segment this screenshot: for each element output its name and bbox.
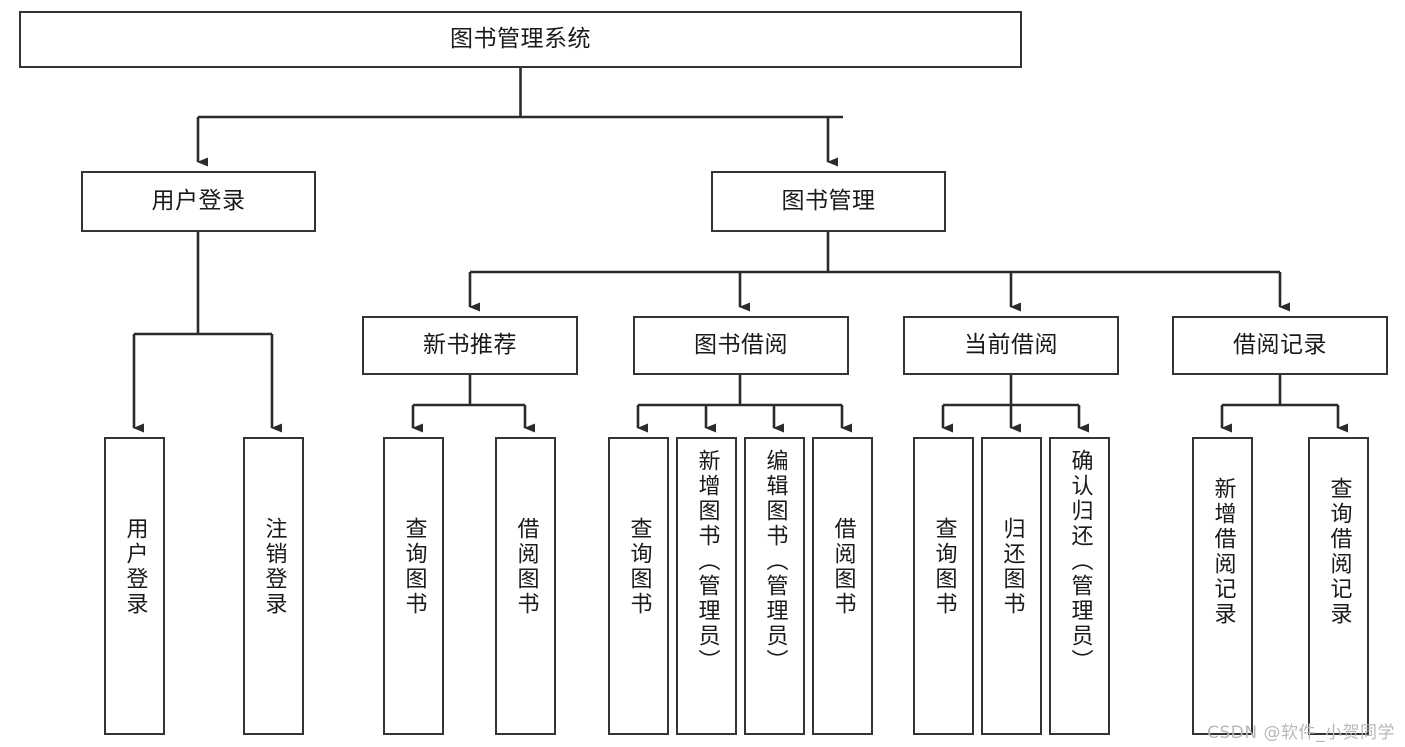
node-label: 新增图书（管理员） xyxy=(694,449,720,674)
node-label: 查询图书 xyxy=(401,517,427,617)
node-leaf-user-login[interactable]: 用户登录 xyxy=(104,437,165,735)
node-label: 用户登录 xyxy=(151,187,246,214)
node-current-borrowing[interactable]: 当前借阅 xyxy=(903,316,1119,375)
node-leaf-query-borrow-record[interactable]: 查询借阅记录 xyxy=(1308,437,1369,735)
node-leaf-return-books[interactable]: 归还图书 xyxy=(981,437,1042,735)
node-book-management-system[interactable]: 图书管理系统 xyxy=(19,11,1022,68)
node-leaf-query-books-borrow[interactable]: 查询图书 xyxy=(608,437,669,735)
node-label: 查询图书 xyxy=(931,517,957,617)
node-leaf-borrow-books[interactable]: 借阅图书 xyxy=(812,437,873,735)
node-leaf-logout[interactable]: 注销登录 xyxy=(243,437,304,735)
node-leaf-confirm-return-admin[interactable]: 确认归还（管理员） xyxy=(1049,437,1110,735)
node-label: 用户登录 xyxy=(122,517,148,617)
node-leaf-add-book-admin[interactable]: 新增图书（管理员） xyxy=(676,437,737,735)
node-label: 图书管理 xyxy=(781,187,876,214)
node-leaf-borrow-books-recommend[interactable]: 借阅图书 xyxy=(495,437,556,735)
node-label: 注销登录 xyxy=(261,517,287,617)
node-label: 查询图书 xyxy=(626,517,652,617)
node-label: 编辑图书（管理员） xyxy=(762,449,788,674)
node-label: 查询借阅记录 xyxy=(1326,477,1352,627)
node-user-login[interactable]: 用户登录 xyxy=(81,171,316,232)
node-label: 确认归还（管理员） xyxy=(1067,449,1093,674)
node-label: 当前借阅 xyxy=(964,331,1058,358)
node-leaf-query-books-recommend[interactable]: 查询图书 xyxy=(383,437,444,735)
node-label: 新增借阅记录 xyxy=(1210,477,1236,627)
node-borrowing-record[interactable]: 借阅记录 xyxy=(1172,316,1388,375)
node-label: 借阅记录 xyxy=(1233,331,1327,358)
node-label: 新书推荐 xyxy=(423,331,517,358)
node-book-management[interactable]: 图书管理 xyxy=(711,171,946,232)
node-new-book-recommendation[interactable]: 新书推荐 xyxy=(362,316,578,375)
node-label: 图书借阅 xyxy=(694,331,788,358)
node-label: 图书管理系统 xyxy=(450,25,591,52)
node-leaf-query-books-current[interactable]: 查询图书 xyxy=(913,437,974,735)
node-leaf-edit-book-admin[interactable]: 编辑图书（管理员） xyxy=(744,437,805,735)
node-book-borrowing[interactable]: 图书借阅 xyxy=(633,316,849,375)
csdn-watermark: CSDN @软件_小贺同学 xyxy=(1207,723,1395,743)
node-label: 借阅图书 xyxy=(513,517,539,617)
node-leaf-add-borrow-record[interactable]: 新增借阅记录 xyxy=(1192,437,1253,735)
node-label: 借阅图书 xyxy=(830,517,856,617)
node-label: 归还图书 xyxy=(999,517,1025,617)
